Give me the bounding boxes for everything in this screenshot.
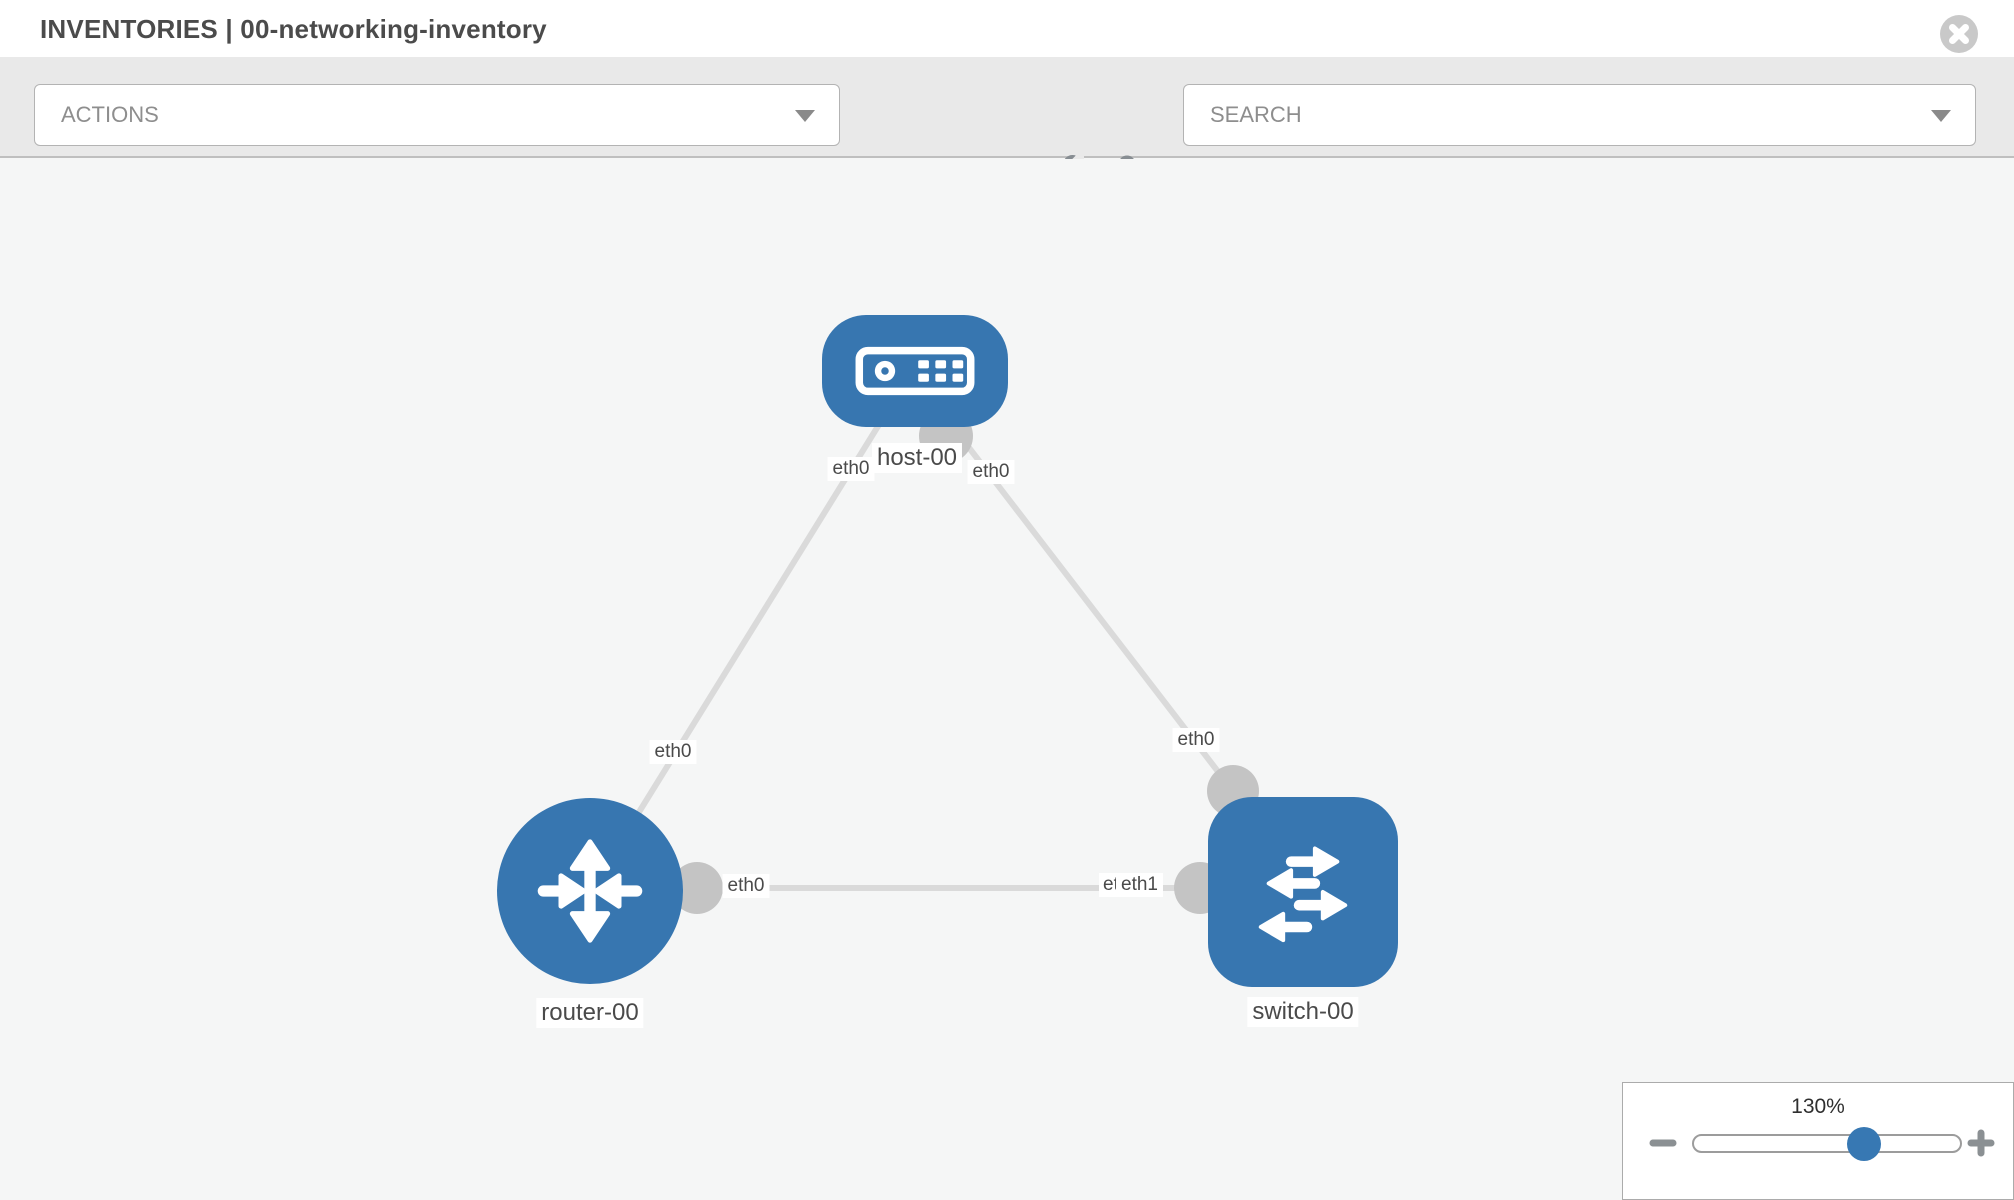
interface-label-router-eth0-to-switch: eth0 xyxy=(722,874,770,898)
topology-canvas[interactable]: host-00 router-00 switch-00 eth0 eth0 et… xyxy=(0,159,2014,1200)
link-host-router[interactable] xyxy=(589,421,883,890)
zoom-slider-track[interactable] xyxy=(1692,1134,1962,1153)
zoom-slider-handle[interactable] xyxy=(1847,1127,1881,1161)
node-switch-00[interactable] xyxy=(1208,797,1398,987)
header-bar: INVENTORIES | 00-networking-inventory xyxy=(0,0,2014,57)
node-host-00[interactable] xyxy=(822,315,1008,427)
plus-icon[interactable] xyxy=(1967,1129,1995,1157)
interface-label-overlapped-eth0: eth0 xyxy=(1099,873,1120,897)
close-icon xyxy=(1949,24,1969,44)
interface-label-host-eth0-to-router: eth0 xyxy=(827,457,875,481)
search-dropdown[interactable]: SEARCH xyxy=(1183,84,1976,146)
page-title: INVENTORIES | 00-networking-inventory xyxy=(40,14,547,44)
router-icon xyxy=(537,839,643,943)
topology-graph xyxy=(589,409,1302,914)
interface-circle-router-eth0[interactable] xyxy=(671,862,723,914)
interface-label-switch-eth0-to-host: eth0 xyxy=(1172,728,1220,752)
chevron-down-icon xyxy=(795,110,815,122)
switch-icon xyxy=(1258,846,1348,943)
actions-dropdown-label: ACTIONS xyxy=(61,102,159,127)
interface-label-host-eth0-to-switch: eth0 xyxy=(967,460,1015,484)
search-dropdown-label: SEARCH xyxy=(1210,102,1302,127)
chevron-down-icon xyxy=(1931,110,1951,122)
close-button[interactable] xyxy=(1940,15,1978,53)
minus-icon[interactable] xyxy=(1649,1129,1677,1157)
node-label-host-00: host-00 xyxy=(871,443,963,473)
interface-label-switch-eth1-to-router: eth1 xyxy=(1116,873,1163,897)
node-label-switch-00: switch-00 xyxy=(1247,997,1359,1027)
actions-dropdown[interactable]: ACTIONS xyxy=(34,84,840,146)
zoom-control-panel: 130% xyxy=(1622,1082,2014,1200)
node-router-00[interactable] xyxy=(497,798,683,984)
node-label-router-00: router-00 xyxy=(536,998,644,1028)
toolbar: ACTIONS SEARCH xyxy=(0,57,2014,188)
host-icon xyxy=(855,346,975,396)
interface-label-router-eth0-to-host: eth0 xyxy=(649,740,697,764)
zoom-level-value: 130% xyxy=(1791,1095,1845,1118)
